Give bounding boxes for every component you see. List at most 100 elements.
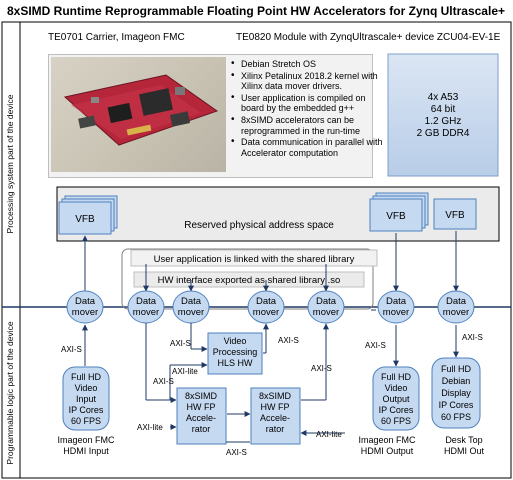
shared-library-label: User application is linked with the shar…	[154, 254, 355, 265]
cpu-spec-clock: 1.2 GHz	[425, 116, 462, 127]
svg-text:mover: mover	[253, 307, 279, 318]
svg-text:HLS HW: HLS HW	[217, 358, 253, 368]
data-mover-5: Data mover	[307, 290, 345, 324]
svg-text:mover: mover	[72, 307, 98, 318]
axi-s-label-mover2: AXI-S	[153, 377, 174, 386]
svg-text:mover: mover	[313, 307, 339, 318]
svg-text:Video: Video	[75, 383, 98, 393]
debian-display-ip-cores: Full HD Debian Display IP Cores 60 FPS	[431, 357, 481, 429]
outer-frame	[1, 21, 512, 479]
axi-s-label-acc2: AXI-S	[311, 364, 332, 373]
side-label-programmable-logic: Programmable logic part of the device	[5, 321, 15, 464]
vfb-stack-left: VFB	[58, 195, 118, 235]
axi-lite-label-acc1: AXI-lite	[137, 423, 163, 432]
vfb-single	[433, 198, 477, 230]
cpu-spec-bits: 64 bit	[431, 104, 456, 115]
vfb-label-right: VFB	[386, 211, 406, 222]
svg-text:mover: mover	[383, 307, 409, 318]
svg-text:mover: mover	[443, 307, 469, 318]
reserved-space-label: Reserved physical address space	[184, 220, 334, 231]
accelerator-2: 8xSIMD HW FP Accele- rator	[250, 387, 301, 445]
svg-text:Debian: Debian	[442, 376, 471, 386]
cpu-spec-memory: 2 GB DDR4	[417, 128, 470, 139]
data-mover-2: Data mover	[127, 290, 165, 324]
hdmi-output-label-line-2: HDMI Output	[361, 446, 414, 456]
bullet-item: 8xSIMD accelerators can be reprogrammed …	[231, 115, 383, 136]
svg-text:mover: mover	[133, 307, 159, 318]
axi-s-label-video-output: AXI-S	[365, 341, 386, 350]
axi-lite-label-acc2: AXI-lite	[316, 430, 342, 439]
svg-text:Display: Display	[441, 388, 471, 398]
svg-text:Input: Input	[76, 394, 97, 404]
svg-text:60 FPS: 60 FPS	[441, 412, 471, 422]
svg-text:IP Cores: IP Cores	[69, 405, 104, 415]
svg-text:Output: Output	[382, 394, 410, 404]
vfb-label-left: VFB	[75, 214, 95, 225]
svg-text:rator: rator	[192, 424, 211, 434]
vfb-stack-right: VFB	[369, 192, 429, 232]
svg-text:Data: Data	[316, 296, 337, 307]
svg-text:mover: mover	[178, 307, 204, 318]
video-output-ip-cores: Full HD Video Output IP Cores 60 FPS	[372, 366, 420, 431]
svg-text:Video: Video	[224, 336, 247, 346]
svg-text:Processing: Processing	[213, 347, 258, 357]
svg-text:HW FP: HW FP	[261, 402, 290, 412]
axi-s-label-bottom: AXI-S	[226, 448, 247, 457]
shared-library-label-box	[130, 249, 378, 267]
reserved-space-panel	[56, 186, 500, 242]
shared-library-panel	[121, 248, 374, 310]
axi-s-label-vp-in: AXI-S	[170, 339, 191, 348]
svg-text:IP Cores: IP Cores	[439, 400, 474, 410]
video-processing-hls-block: Video Processing HLS HW	[207, 332, 263, 375]
axi-s-label-vp-out: AXI-S	[278, 336, 299, 345]
cpu-box	[387, 53, 499, 177]
svg-text:Data: Data	[136, 296, 157, 307]
bullet-item: Debian Stretch OS	[231, 59, 383, 70]
board-photo	[51, 57, 226, 172]
bullet-item: User application is compiled on board by…	[231, 93, 383, 114]
data-mover-6: Data mover	[377, 290, 415, 324]
carrier-label: TE0701 Carrier, Imageon FMC	[48, 32, 185, 43]
svg-text:60 FPS: 60 FPS	[381, 416, 411, 426]
data-mover-7: Data mover	[437, 290, 475, 324]
svg-text:IP Cores: IP Cores	[379, 405, 414, 415]
data-mover-1: Data mover	[66, 290, 104, 324]
side-label-processing-system: Processing system part of the device	[5, 94, 15, 233]
svg-text:8xSIMD: 8xSIMD	[259, 391, 292, 401]
bullet-item: Data communication in parallel with Acce…	[231, 137, 383, 158]
svg-text:Data: Data	[256, 296, 277, 307]
bullet-item: Xilinx Petalinux 2018.2 kernel with Xili…	[231, 71, 383, 92]
data-mover-3: Data mover	[172, 290, 210, 324]
feature-bullet-list: Debian Stretch OS Xilinx Petalinux 2018.…	[229, 59, 383, 159]
svg-text:60 FPS: 60 FPS	[71, 416, 101, 426]
data-mover-4: Data mover	[247, 290, 285, 324]
video-input-ip-cores: Full HD Video Input IP Cores 60 FPS	[62, 366, 110, 431]
svg-text:Data: Data	[386, 296, 407, 307]
svg-text:Data: Data	[181, 296, 202, 307]
axi-s-label-display: AXI-S	[462, 333, 483, 342]
cpu-spec-cores: 4x A53	[428, 92, 459, 103]
svg-text:Full HD: Full HD	[71, 372, 102, 382]
svg-text:Full HD: Full HD	[381, 372, 412, 382]
hw-interface-label: HW interface exported as shared library …	[158, 275, 341, 286]
svg-text:Data: Data	[446, 296, 467, 307]
desktop-hdmi-label-line-2: HDMI Out	[444, 446, 485, 456]
board-photo-illustration	[63, 74, 219, 146]
hdmi-input-label-line-1: Imageon FMC	[57, 435, 115, 445]
svg-text:Accele-: Accele-	[260, 413, 290, 423]
axi-lite-label-vp: AXI-lite	[172, 367, 198, 376]
svg-text:rator: rator	[266, 424, 285, 434]
svg-text:8xSIMD: 8xSIMD	[185, 391, 218, 401]
svg-text:Data: Data	[75, 296, 96, 307]
axi-s-label-video-input: AXI-S	[61, 345, 82, 354]
accelerator-1: 8xSIMD HW FP Accele- rator	[176, 387, 227, 445]
vfb-label-single: VFB	[445, 210, 465, 221]
hdmi-output-label-line-1: Imageon FMC	[358, 435, 416, 445]
hdmi-input-label-line-2: HDMI Input	[63, 446, 109, 456]
svg-text:Accele-: Accele-	[186, 413, 216, 423]
board-info-panel: Debian Stretch OS Xilinx Petalinux 2018.…	[48, 54, 383, 178]
desktop-hdmi-label-line-1: Desk Top	[445, 435, 482, 445]
module-label: TE0820 Module with ZynqUltrascale+ devic…	[236, 32, 501, 43]
